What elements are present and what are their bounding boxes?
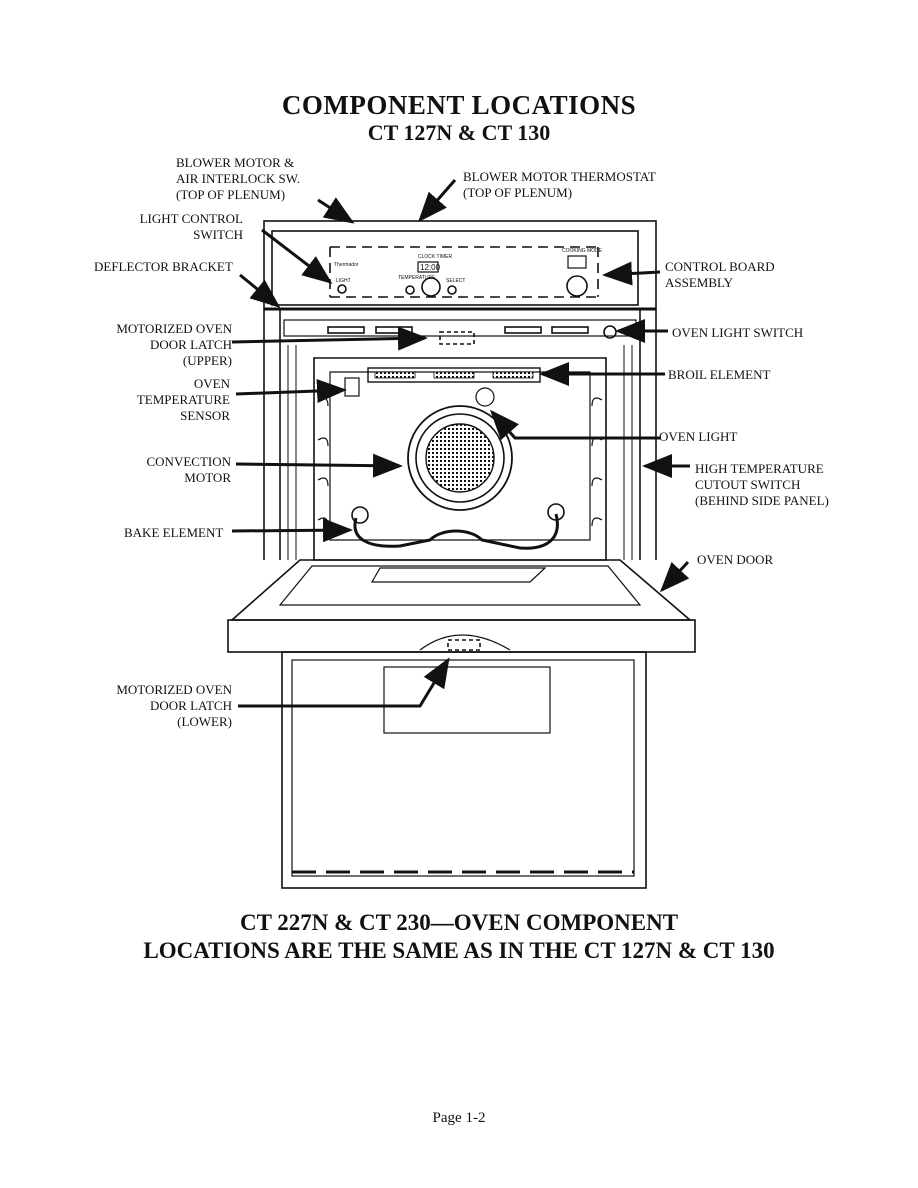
label-blower-thermostat: BLOWER MOTOR THERMOSTAT (TOP OF PLENUM) — [463, 169, 656, 200]
panel-temp-caption: TEMPERATURE — [398, 275, 436, 281]
label-convection-motor: CONVECTION MOTOR — [146, 454, 232, 485]
label-broil-element: BROIL ELEMENT — [668, 367, 771, 382]
arrow-latch-upper — [231, 326, 428, 351]
panel-select-caption: SELECT — [446, 278, 465, 284]
footer-note-line1: CT 227N & CT 230—OVEN COMPONENT — [239, 910, 679, 935]
arrow-blower-thermostat — [418, 179, 457, 223]
panel-mode-caption: COOKING MODE — [562, 248, 603, 254]
footer-note-line2: LOCATIONS ARE THE SAME AS IN THE CT 127N… — [143, 938, 775, 963]
arrow-blower-motor — [317, 197, 355, 224]
panel-brand: Thermador — [334, 262, 359, 268]
arrow-temp-sensor — [235, 379, 347, 403]
label-temp-sensor: OVEN TEMPERATURE SENSOR — [136, 376, 230, 423]
page-number: Page 1-2 — [432, 1110, 486, 1126]
arrow-latch-lower — [238, 657, 450, 708]
label-oven-door: OVEN DOOR — [697, 552, 774, 567]
label-light-control: LIGHT CONTROL SWITCH — [139, 211, 243, 242]
arrow-oven-light — [490, 409, 660, 441]
page-subtitle: CT 127N & CT 130 — [367, 120, 551, 145]
arrow-deflector — [239, 273, 281, 308]
arrow-bake — [231, 518, 353, 543]
label-latch-lower: MOTORIZED OVEN DOOR LATCH (LOWER) — [116, 682, 232, 729]
label-deflector-bracket: DEFLECTOR BRACKET — [94, 259, 233, 274]
label-latch-upper: MOTORIZED OVEN DOOR LATCH (UPPER) — [116, 321, 232, 368]
label-high-temp-switch: HIGH TEMPERATURE CUTOUT SWITCH (BEHIND S… — [695, 461, 829, 508]
arrow-convection — [235, 453, 403, 478]
label-bake-element: BAKE ELEMENT — [124, 525, 224, 540]
page-title: COMPONENT LOCATIONS — [281, 90, 637, 120]
arrow-light-control — [261, 228, 333, 284]
panel-light-caption: LIGHT — [336, 278, 351, 284]
arrow-oven-door — [659, 560, 690, 593]
panel-clock-caption: CLOCK TIMER — [418, 254, 452, 260]
label-oven-light-switch: OVEN LIGHT SWITCH — [672, 325, 804, 340]
label-control-board: CONTROL BOARD ASSEMBLY — [665, 259, 775, 290]
label-oven-light: OVEN LIGHT — [659, 429, 738, 444]
panel-clock: 12:00 — [420, 263, 441, 272]
arrow-control-board — [602, 261, 661, 286]
label-blower-motor: BLOWER MOTOR & AIR INTERLOCK SW. (TOP OF… — [176, 155, 301, 202]
